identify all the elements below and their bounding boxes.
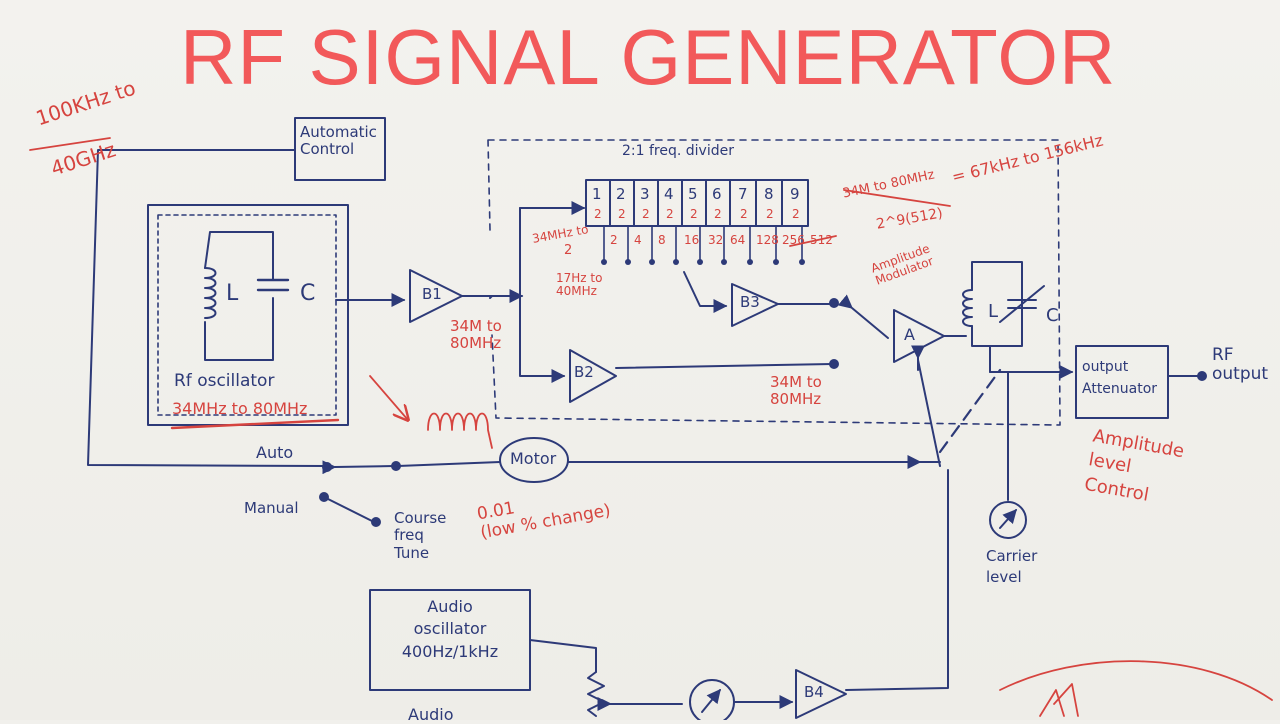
coarse-tune-label: Course freq Tune bbox=[394, 509, 447, 562]
divider-stage-divisor: 2 bbox=[690, 207, 698, 221]
divider-stage-number: 8 bbox=[764, 185, 774, 203]
divider-tap-ratio: 64 bbox=[730, 233, 746, 247]
divider-stage-number: 6 bbox=[712, 185, 722, 203]
manual-label: Manual bbox=[244, 499, 299, 517]
buffer-b3-shape bbox=[731, 283, 779, 327]
tap-selector bbox=[683, 271, 728, 313]
divider-stage-divisor: 2 bbox=[766, 207, 774, 221]
divider-tap-ratio: 2 bbox=[610, 233, 618, 247]
auto-loop-wire bbox=[87, 149, 326, 467]
carrier-level-label: Carrier level bbox=[986, 547, 1038, 586]
automatic-control-label: Automatic Control bbox=[300, 123, 377, 158]
auto-label: Auto bbox=[256, 443, 294, 462]
gang-link bbox=[938, 368, 1002, 454]
audio-oscillator-label: Audio oscillator 400Hz/1kHz bbox=[401, 597, 499, 661]
inductor-label: L bbox=[226, 281, 239, 306]
divider-stage-number: 7 bbox=[738, 185, 748, 203]
buffer-b3-label: B3 bbox=[740, 293, 760, 311]
rf-oscillator-inner-box bbox=[157, 214, 337, 416]
divider-tap-ratio: 4 bbox=[634, 233, 642, 247]
divider-stage-divisor: 2 bbox=[714, 207, 722, 221]
b1-output-range: 34M to 80MHz bbox=[450, 317, 502, 352]
buffer-b4-shape bbox=[795, 669, 847, 719]
divider-tap-ratio: 128 bbox=[756, 233, 779, 247]
capacitor-plates bbox=[256, 278, 290, 292]
divider-stage-number: 9 bbox=[790, 185, 800, 203]
divider-stage-number: 2 bbox=[616, 185, 626, 203]
divider-tap-ratio: 512 bbox=[810, 233, 833, 247]
buffer-b2-shape bbox=[569, 349, 617, 403]
fine-tune-coil bbox=[427, 412, 493, 449]
lc-tank-wire bbox=[204, 231, 274, 361]
buffer-b4-label: B4 bbox=[804, 683, 824, 701]
divider-stage-divisor: 2 bbox=[618, 207, 626, 221]
output-attenuator-box bbox=[1075, 345, 1169, 419]
tank-capacitor-label: C bbox=[1046, 305, 1059, 326]
modulator-label: A bbox=[904, 325, 915, 344]
buffer-b2-label: B2 bbox=[574, 363, 594, 381]
divider-stage-number: 3 bbox=[640, 185, 650, 203]
amplitude-level-control: Amplitude level Control bbox=[1082, 425, 1186, 506]
divider-tap-ratio: 32 bbox=[708, 233, 724, 247]
carrier-level-meter bbox=[989, 501, 1027, 539]
divider-stage-divisor: 2 bbox=[642, 207, 650, 221]
capacitor-label: C bbox=[300, 281, 316, 306]
output-coil bbox=[962, 289, 973, 327]
rf-osc-range-label: 34MHz to 80MHz bbox=[172, 399, 308, 418]
divider-stage-divisor: 2 bbox=[666, 207, 674, 221]
divider-tap-ratio: 16 bbox=[684, 233, 700, 247]
input-range-divisor: 2 bbox=[564, 243, 573, 258]
rf-oscillator-box bbox=[147, 204, 349, 426]
tap-contacts bbox=[601, 259, 805, 265]
page-title: RF SIGNAL GENERATOR bbox=[180, 13, 1117, 101]
divider-stage-number: 4 bbox=[664, 185, 674, 203]
potentiometer bbox=[587, 671, 605, 717]
b2-output-range: 34M to 80MHz bbox=[770, 373, 822, 408]
osc-underline bbox=[170, 418, 340, 430]
divider-tap-ratio: 256 bbox=[782, 233, 805, 247]
tank-inductor-label: L bbox=[988, 301, 999, 322]
output-attenuator-label: output Attenuator bbox=[1082, 359, 1158, 398]
divider-stage-number: 5 bbox=[688, 185, 698, 203]
divider-stage-divisor: 2 bbox=[594, 207, 602, 221]
range-17-40-label: 17Hz to 40MHz bbox=[556, 271, 603, 299]
divider-enclosure bbox=[487, 139, 1061, 426]
rf-oscillator-label: Rf oscillator bbox=[174, 371, 275, 391]
divider-stage-divisor: 2 bbox=[740, 207, 748, 221]
motor-label: Motor bbox=[510, 449, 557, 468]
divider-stage-number: 1 bbox=[592, 185, 602, 203]
divider-stage-divisor: 2 bbox=[792, 207, 800, 221]
divider-stage-box bbox=[585, 179, 809, 227]
divider-tap-ratio: 8 bbox=[658, 233, 666, 247]
divider-title: 2:1 freq. divider bbox=[622, 143, 734, 159]
buffer-b1-label: B1 bbox=[422, 285, 442, 303]
variable-cap bbox=[999, 285, 1045, 323]
motor-circle bbox=[499, 437, 569, 483]
inductor-coil bbox=[204, 267, 217, 319]
rf-output-label: RF output bbox=[1212, 345, 1269, 384]
audio-cut-label: Audio bbox=[408, 705, 454, 724]
buffer-b1-shape bbox=[409, 269, 463, 323]
